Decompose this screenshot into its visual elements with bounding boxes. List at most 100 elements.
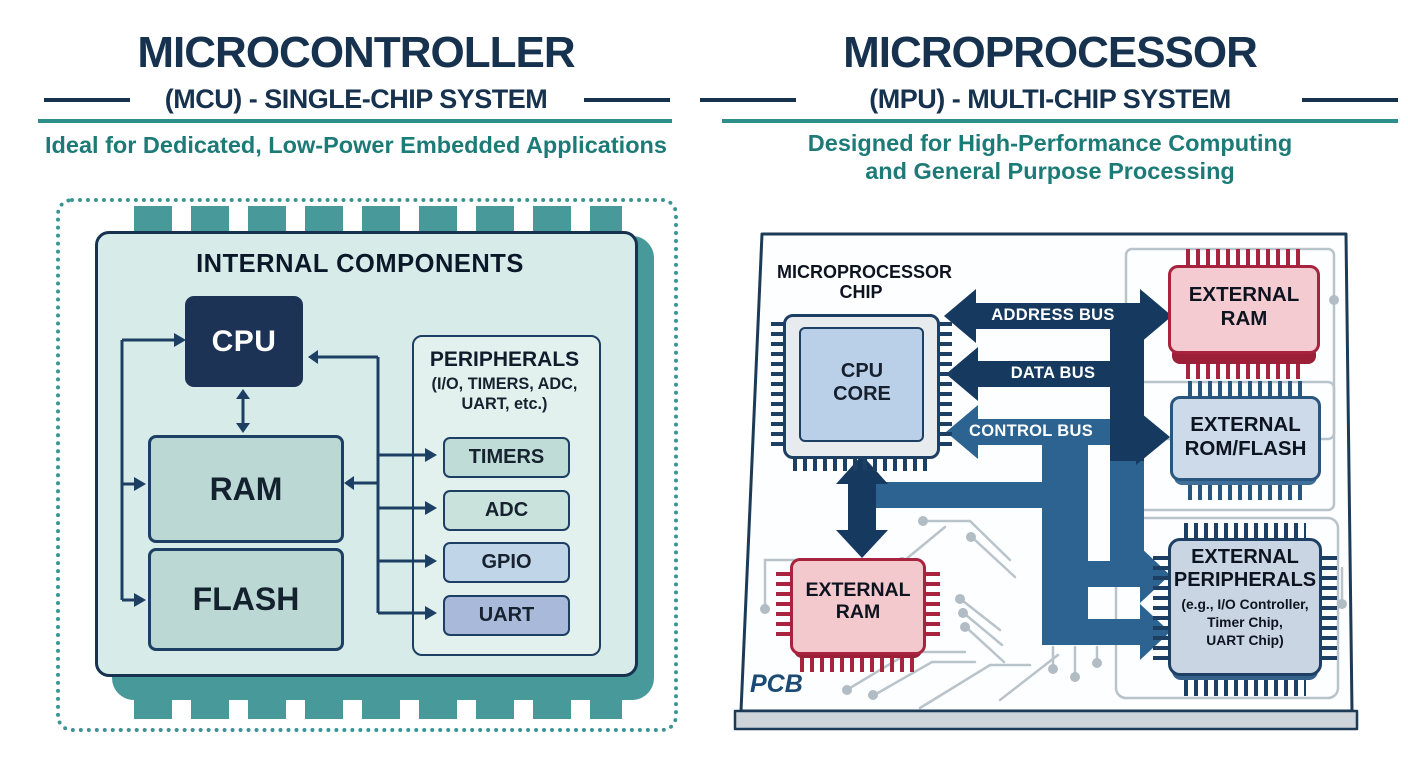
arrowhead-cpu-right [308,350,318,364]
peripheral-item-gpio: GPIO [443,542,570,583]
steel-bus-lower-arm [1042,619,1140,645]
ext-ram-pins-bottom [1186,360,1304,379]
trace-dot [842,685,852,695]
arrowhead-cpu-left [174,333,186,347]
pcb-base-edge [733,709,1359,731]
arrowhead-ram-right [344,476,354,490]
arrowhead-flash-left [134,593,146,607]
pcb-trace [763,558,802,606]
steel-bus-upper-arm [1042,561,1140,587]
ext-periph-pins-left [1153,556,1168,660]
pcb-trace [964,613,1004,647]
ext-periph-body [1168,538,1322,676]
trace-frame-peripherals [1114,516,1340,700]
mpu-subtitle: (MPU) - MULTI-CHIP SYSTEM [869,84,1231,114]
cpu-core-die [799,327,924,442]
pcb-trace [903,525,947,562]
ext-ram2-pins-right [926,572,940,642]
ext-periph-pins-top [1184,523,1306,539]
mpu-tagline: Designed for High-Performance Computing … [807,130,1293,184]
mpu-subtitle-line-right [1302,98,1398,102]
trace-dot [1337,599,1347,609]
arrowhead-rom-flash [1136,409,1170,465]
trace-dot [760,604,770,614]
ext-ram-pins-top [1186,249,1304,266]
mpu-chip-label: MICROPROCESSOR CHIP [777,262,953,303]
cpu-box: CPU [185,296,303,387]
trace-dot [955,594,965,604]
mcu-teal-rule [38,119,672,123]
ext-ram2-pins-left [776,572,790,642]
ext-periph-pins-bottom [1184,680,1306,696]
ext-ram-body [1168,265,1320,354]
steel-bus-connector [876,482,1042,508]
mcu-dotted-border [56,198,678,732]
peripherals-subtitle: (I/O, TIMERS, ADC, UART, etc.) [431,375,578,414]
ext-ram2-label: EXTERNAL RAM [805,579,911,624]
arrowhead-timers [425,448,437,462]
arrowhead-adc [425,501,437,515]
steel-bus-column [1042,437,1088,645]
mcu-subtitle: (MCU) - SINGLE-CHIP SYSTEM [164,84,548,114]
ext-ram2-pins-bottom [800,656,916,672]
control-bus-arrow [946,405,1114,459]
ext-rom-label: EXTERNAL ROM/FLASH [1184,413,1307,460]
pcb-trace [998,653,1060,702]
cpu-chip-pins-bottom [793,458,928,471]
pcb-trace [966,627,1006,664]
cpu-chip-pins-left [771,322,784,447]
mcu-subtitle-line-left [44,98,130,102]
flash-box: FLASH [148,548,344,651]
pcb-trace [961,599,1002,632]
trace-dot [1329,295,1339,305]
mcu-title: MICROCONTROLLER [137,28,575,77]
pcb-trace [926,519,1012,562]
ext-rom-pins-top [1188,381,1306,397]
peripherals-title: PERIPHERALS [429,348,580,371]
trace-dot [918,516,928,526]
peripheral-item-uart: UART [443,595,570,636]
peripheral-item-adc: ADC [443,490,570,531]
ram-box: RAM [148,435,344,543]
trace-dot [1092,658,1102,668]
pcb-traces [763,519,1344,710]
pcb-trace [874,660,977,696]
mcu-arrowheads [134,333,437,620]
peripheral-item-timers: TIMERS [443,437,570,478]
mpu-teal-rule [722,119,1398,123]
mpu-title: MICROPROCESSOR [843,28,1258,77]
arrowhead-ram-down [236,423,250,433]
trace-dot [966,532,976,542]
ext-periph-pins-right [1322,556,1337,660]
mcu-panel-heading: INTERNAL COMPONENTS [196,250,524,278]
dark-bus-group [836,289,1172,558]
address-bus-arrow [944,289,1172,343]
address-bus-label: ADDRESS BUS [991,306,1115,324]
control-bus-label: CONTROL BUS [969,422,1093,440]
cpu-chip-pins-right [939,322,952,447]
arrowhead-ram-left [134,477,146,491]
mcu-subtitle-line-right [584,98,670,102]
ext-periph-title: EXTERNAL PERIPHERALS [1173,546,1317,591]
arrowhead-uart [425,606,437,620]
trace-dot [960,622,970,632]
data-bus-arrow [946,347,1144,401]
trace-dot [868,690,878,700]
pcb-label: PCB [750,670,803,698]
ext-rom-pins-bottom [1188,485,1306,500]
data-bus-label: DATA BUS [1010,364,1096,382]
trace-dot [958,608,968,618]
ext-rom-body [1170,396,1321,481]
pcb-trace [918,663,1032,710]
trace-dot [1070,672,1080,682]
ext-ram-label: EXTERNAL RAM [1188,283,1300,330]
trace-dot [1048,664,1058,674]
cpu-core-label: CPU CORE [833,360,891,405]
ext-periph-subtitle: (e.g., I/O Controller, Timer Chip, UART … [1181,597,1309,648]
arrowhead-cpu-up [236,389,250,399]
ext-ram2-body [790,558,926,655]
mpu-subtitle-line-left [700,98,796,102]
pcb-trace [973,538,1017,579]
